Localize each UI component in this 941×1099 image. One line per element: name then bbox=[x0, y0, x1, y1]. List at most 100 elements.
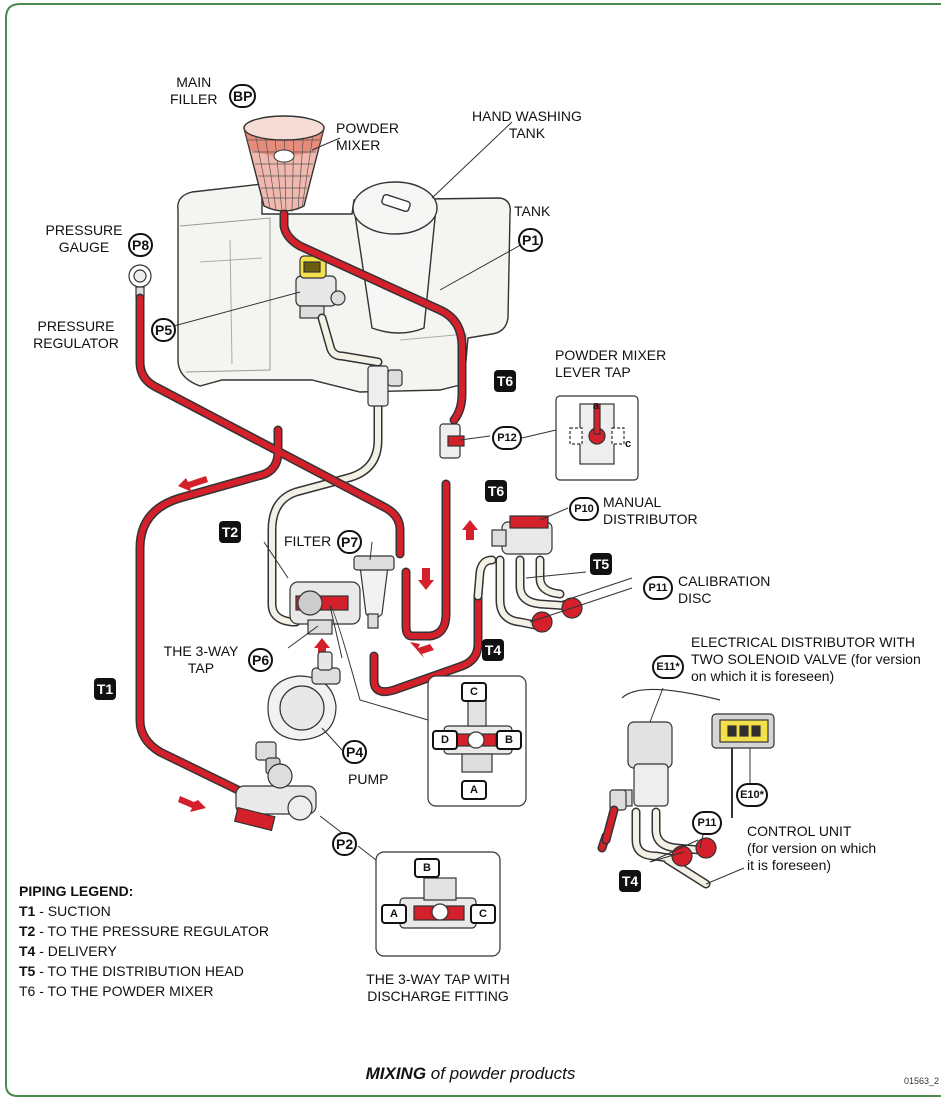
bubble-p5: P5 bbox=[151, 318, 177, 342]
lever-inset-valve bbox=[569, 403, 625, 465]
bubble-p10: P10 bbox=[569, 497, 599, 521]
label-pressure-gauge: PRESSURE GAUGE bbox=[40, 222, 128, 256]
bubble-p8: P8 bbox=[128, 233, 154, 257]
label-electrical-distributor-line2: TWO SOLENOID VALVE (for version bbox=[691, 651, 921, 667]
calibration-discs bbox=[531, 597, 717, 867]
legend-title: PIPING LEGEND: bbox=[19, 883, 134, 899]
label-three-way-tap-discharge: THE 3-WAY TAP WITH DISCHARGE FITTING bbox=[340, 971, 536, 1005]
tap1-port-a: A bbox=[461, 780, 487, 800]
pipe-tag-t1: T1 bbox=[94, 678, 116, 700]
label-discharge-tap-line1: THE 3-WAY TAP WITH bbox=[366, 971, 510, 987]
pump-drawing bbox=[255, 651, 341, 775]
label-control-unit: CONTROL UNIT (for version on which it is… bbox=[747, 823, 876, 874]
piping-legend: PIPING LEGEND: T1 - SUCTION T2 - TO THE … bbox=[19, 881, 269, 1001]
label-main-filler: MAIN FILLER bbox=[170, 74, 217, 108]
lever-port-a: a bbox=[593, 400, 600, 412]
three-way-tap-drawing bbox=[289, 581, 361, 635]
diagram-frame bbox=[5, 3, 941, 1097]
pipe-tag-t6-lower: T6 bbox=[485, 480, 507, 502]
label-powder-mixer: POWDER MIXER bbox=[336, 120, 399, 154]
label-main-filler-line2: FILLER bbox=[170, 91, 218, 107]
label-lever-tap-line1: POWDER MIXER bbox=[555, 347, 667, 363]
label-calibration-disc: CALIBRATION DISC bbox=[678, 573, 770, 607]
label-powder-mixer-line2: MIXER bbox=[336, 137, 381, 153]
tank-outlet-fitting bbox=[367, 365, 403, 407]
bubble-p6: P6 bbox=[248, 648, 274, 672]
label-control-unit-line2: (for version on which bbox=[747, 840, 877, 856]
manual-distributor-drawing bbox=[491, 515, 553, 555]
lever-tap-drawing bbox=[439, 423, 465, 459]
figure-code: 01563_2 bbox=[903, 1076, 939, 1086]
label-discharge-tap-line2: DISCHARGE FITTING bbox=[367, 988, 509, 1004]
tap1-port-b: B bbox=[496, 730, 522, 750]
electrical-distributor-drawing bbox=[617, 688, 721, 807]
label-control-unit-line3: it is foreseen) bbox=[747, 857, 832, 873]
caption-bold: MIXING bbox=[365, 1064, 427, 1083]
tap2-inset-valve bbox=[399, 877, 477, 929]
legend-item: T4 - DELIVERY bbox=[19, 943, 117, 959]
label-lever-tap-line2: LEVER TAP bbox=[555, 364, 631, 380]
label-electrical-distributor-line3: on which it is foreseen) bbox=[691, 668, 835, 684]
control-unit-drawing bbox=[711, 713, 775, 818]
label-pressure-regulator-line1: PRESSURE bbox=[37, 318, 115, 334]
label-control-unit-line1: CONTROL UNIT bbox=[747, 823, 852, 839]
pipe-tag-t2: T2 bbox=[219, 521, 241, 543]
tap2-port-a: A bbox=[381, 904, 407, 924]
label-pump: PUMP bbox=[348, 771, 389, 787]
pressure-gauge-drawing bbox=[128, 264, 152, 298]
legend-item: T2 - TO THE PRESSURE REGULATOR bbox=[19, 923, 269, 939]
bubble-p4: P4 bbox=[342, 740, 368, 764]
diagram-caption: MIXING of powder products bbox=[0, 1064, 941, 1084]
label-manual-distributor-line1: MANUAL bbox=[603, 494, 662, 510]
label-main-filler-line1: MAIN bbox=[176, 74, 212, 90]
label-pressure-regulator: PRESSURE REGULATOR bbox=[22, 318, 130, 352]
bubble-e10: E10* bbox=[736, 783, 768, 807]
powder-mixer-basket bbox=[243, 115, 325, 213]
label-pressure-gauge-line2: GAUGE bbox=[58, 239, 110, 255]
label-electrical-distributor-line1: ELECTRICAL DISTRIBUTOR WITH bbox=[691, 634, 916, 650]
label-hand-washing-line1: HAND WASHING bbox=[472, 108, 582, 124]
legend-item: T1 - SUCTION bbox=[19, 903, 111, 919]
pipe-tag-t4-right: T4 bbox=[619, 870, 641, 892]
label-filter: FILTER bbox=[284, 533, 332, 549]
filter-drawing bbox=[353, 555, 395, 629]
flow-arrows bbox=[178, 476, 478, 812]
label-powder-mixer-line1: POWDER bbox=[336, 120, 399, 136]
label-pressure-gauge-line1: PRESSURE bbox=[45, 222, 123, 238]
caption-rest: of powder products bbox=[426, 1064, 576, 1083]
label-three-way-tap-line2: TAP bbox=[187, 660, 215, 676]
legend-item: T6 - TO THE POWDER MIXER bbox=[19, 983, 214, 999]
tap1-port-c: C bbox=[461, 682, 487, 702]
bubble-p12: P12 bbox=[492, 426, 522, 450]
label-tank: TANK bbox=[514, 203, 551, 219]
bubble-p11-bottom: P11 bbox=[692, 811, 722, 835]
legend-item: T5 - TO THE DISTRIBUTION HEAD bbox=[19, 963, 244, 979]
label-electrical-distributor: ELECTRICAL DISTRIBUTOR WITH TWO SOLENOID… bbox=[691, 634, 921, 685]
bubble-p2: P2 bbox=[332, 832, 358, 856]
label-three-way-tap: THE 3-WAY TAP bbox=[156, 643, 246, 677]
label-manual-distributor: MANUAL DISTRIBUTOR bbox=[603, 494, 698, 528]
pressure-regulator-body bbox=[295, 255, 346, 319]
tap1-inset-valve bbox=[443, 699, 513, 773]
delivery-elbow-drawing bbox=[601, 789, 627, 845]
bubble-p11-top: P11 bbox=[643, 576, 673, 600]
label-calibration-disc-line2: DISC bbox=[678, 590, 712, 606]
bubble-e11: E11* bbox=[652, 655, 684, 679]
pipe-tag-t5: T5 bbox=[590, 553, 612, 575]
inset-boxes bbox=[375, 395, 639, 957]
label-three-way-tap-line1: THE 3-WAY bbox=[163, 643, 239, 659]
lever-port-c: c bbox=[625, 438, 632, 450]
bubble-bp: BP bbox=[229, 84, 257, 108]
tap1-port-d: D bbox=[432, 730, 458, 750]
pipe-tag-t6-upper: T6 bbox=[494, 370, 516, 392]
label-hand-washing-tank: HAND WASHING TANK bbox=[472, 108, 582, 142]
bubble-p7: P7 bbox=[337, 530, 363, 554]
label-calibration-disc-line1: CALIBRATION bbox=[678, 573, 771, 589]
tap2-port-b: B bbox=[414, 858, 440, 878]
label-pressure-regulator-line2: REGULATOR bbox=[33, 335, 119, 351]
label-manual-distributor-line2: DISTRIBUTOR bbox=[603, 511, 698, 527]
label-powder-mixer-lever-tap: POWDER MIXER LEVER TAP bbox=[555, 347, 666, 381]
label-hand-washing-line2: TANK bbox=[508, 125, 546, 141]
